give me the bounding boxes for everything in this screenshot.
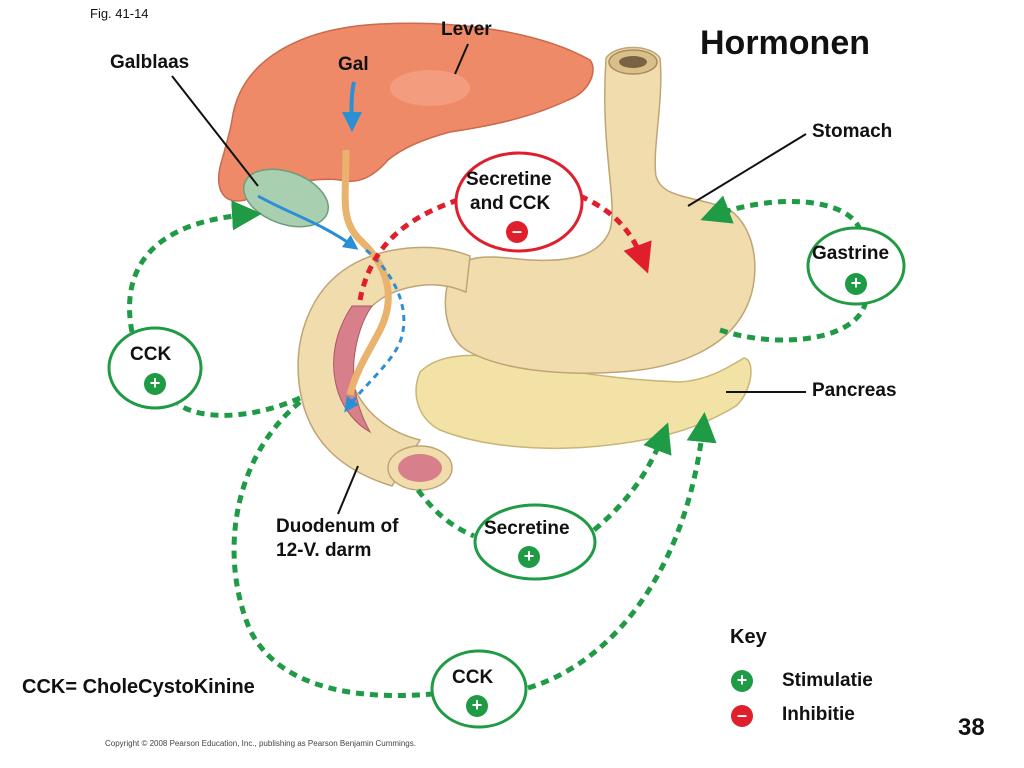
duodenum-shape	[297, 246, 471, 487]
label-gallbladder: Galblaas	[110, 52, 190, 73]
pathway-secretine-in	[415, 488, 475, 539]
ellipse-cck-left	[107, 326, 203, 410]
hormone-cck-bottom: CCK	[452, 667, 494, 688]
label-duodenum-line1: Duodenum of	[276, 516, 399, 537]
leader-galblaas	[171, 75, 259, 187]
label-duodenum-line2: 12-V. darm	[276, 540, 372, 561]
cck-definition: CCK= CholeCystoKinine	[22, 676, 255, 698]
key-stimulation-label: Stimulatie	[782, 670, 873, 691]
ellipse-secretine	[473, 503, 597, 581]
stomach-shape	[444, 46, 756, 374]
ellipse-cck-bottom	[430, 649, 528, 729]
pathway-cck-gallbladder-out	[127, 200, 262, 333]
liver-highlight	[390, 70, 470, 106]
stomach-opening-inner	[619, 56, 647, 68]
stimulation-badge-gastrine: +	[845, 273, 867, 295]
page-number: 38	[958, 714, 985, 741]
pathway-cck-bottom-in	[231, 400, 433, 698]
hormone-secretine-cck-line2: and CCK	[470, 193, 551, 214]
label-pancreas: Pancreas	[812, 380, 897, 401]
pathway-secretine-cck-inhibition	[357, 193, 646, 301]
label-stomach: Stomach	[812, 121, 893, 142]
stimulation-badge-cck-left: +	[144, 373, 166, 395]
leader-stomach	[687, 133, 807, 207]
label-liver: Lever	[441, 19, 492, 40]
bile-duct	[341, 149, 392, 396]
ellipse-secretine-cck	[454, 151, 584, 253]
stimulation-badge-secretine: +	[518, 546, 540, 568]
pathway-gastrine	[706, 201, 869, 343]
copyright-notice: Copyright © 2008 Pearson Education, Inc.…	[105, 739, 416, 748]
leader-duodenum	[337, 465, 359, 515]
bile-duct-blue-dashed	[344, 248, 406, 413]
inhibition-badge: –	[506, 221, 528, 243]
page-title: Hormonen	[700, 24, 870, 62]
gallbladder-shape	[242, 168, 330, 228]
hormone-cck-left: CCK	[130, 344, 172, 365]
duodenum-cutaway	[333, 305, 373, 434]
label-bile: Gal	[338, 54, 369, 75]
duodenum-lumen	[398, 454, 442, 482]
hormone-secretine-cck-line1: Secretine	[466, 169, 552, 190]
pathway-cck-gallbladder-in	[176, 395, 302, 418]
key-inhibition-icon: –	[731, 705, 753, 727]
hormone-gastrine: Gastrine	[812, 243, 890, 264]
bile-duct-blue-line	[257, 194, 359, 250]
pathway-cck-bottom-out	[527, 412, 717, 691]
key-inhibition-label: Inhibitie	[782, 704, 855, 725]
stimulation-badge-cck-bottom: +	[466, 695, 488, 717]
bile-flow-arrow	[341, 81, 362, 132]
hormone-secretine: Secretine	[484, 518, 570, 539]
ellipse-gastrine	[806, 226, 906, 306]
pathway-secretine-out	[592, 422, 672, 532]
leader-lever	[454, 43, 469, 75]
figure-label: Fig. 41-14	[90, 6, 149, 21]
key-title: Key	[730, 626, 767, 648]
key-stimulation-icon: +	[731, 670, 753, 692]
